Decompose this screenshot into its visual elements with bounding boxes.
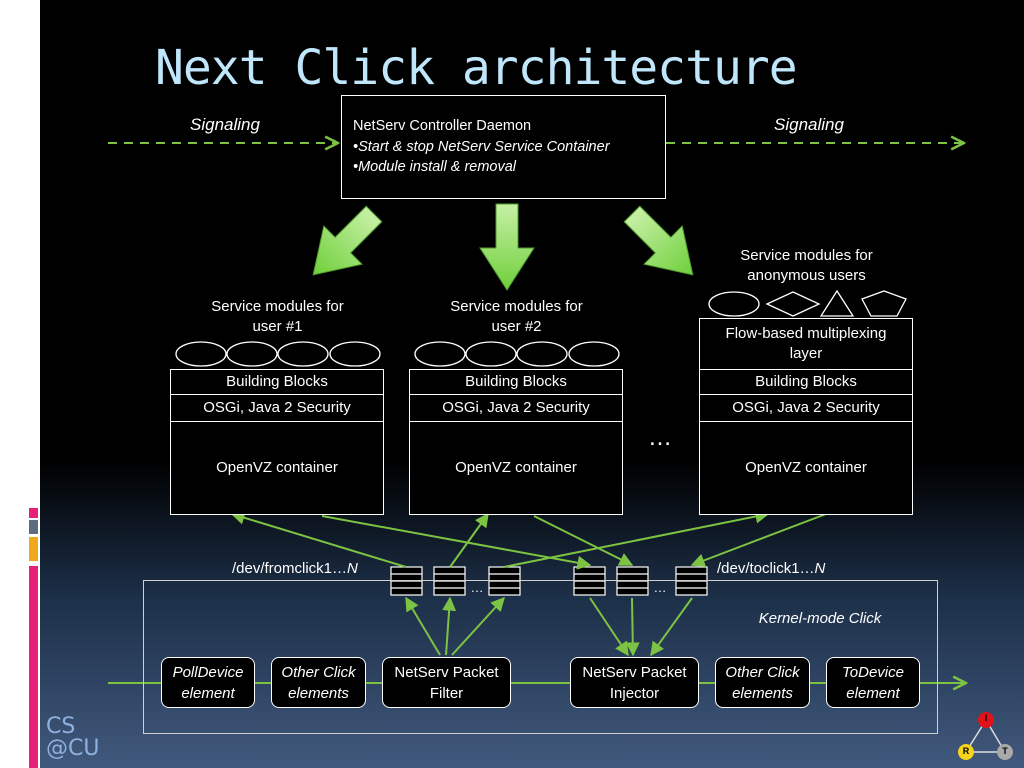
module-ellipse-icon [277, 341, 329, 367]
container-to-toclick-arrows [321, 513, 827, 570]
modules-label-anonymous: Service modules for anonymous users [740, 247, 873, 284]
packet-queue-icon [488, 566, 521, 596]
packet-queue-icon [573, 566, 606, 596]
controller-title: NetServ Controller Daemon [353, 118, 532, 134]
badge-letter-i: I [984, 713, 988, 723]
module-ellipse-icon [414, 341, 466, 367]
flow-multiplexing-layer: Flow-based multiplexing layer [699, 318, 913, 370]
module-triangle-icon [819, 289, 855, 317]
accent-bar-gray [29, 520, 38, 534]
packet-queue-icon [616, 566, 649, 596]
module-ellipse-icon [226, 341, 278, 367]
toclick-queue-ellipsis: … [653, 580, 667, 595]
building-blocks-layer: Building Blocks [409, 369, 623, 395]
badge-letter-t: T [1002, 746, 1008, 756]
accent-bar-pink-long [29, 566, 38, 768]
slide-title: Next Click architecture [155, 40, 798, 96]
module-diamond-icon [765, 291, 821, 317]
accent-bar-gold [29, 537, 38, 561]
module-ellipse-icon [465, 341, 517, 367]
queue-to-injector-arrows [589, 597, 693, 657]
kernel-mode-click-region [143, 580, 938, 734]
building-blocks-layer: Building Blocks [170, 369, 384, 395]
osgi-security-layer: OSGi, Java 2 Security [170, 394, 384, 422]
module-ellipses-user2 [414, 341, 620, 367]
big-down-arrow-icon [312, 205, 383, 276]
more-containers-ellipsis: … [648, 424, 672, 451]
module-ellipse-icon [329, 341, 381, 367]
signaling-right-label: Signaling [774, 115, 844, 134]
openvz-container-layer: OpenVZ container [170, 421, 384, 515]
module-ellipse-icon [516, 341, 568, 367]
module-ellipse-icon [568, 341, 620, 367]
building-blocks-layer: Building Blocks [699, 369, 913, 395]
module-pentagon-icon [861, 290, 907, 317]
osgi-security-layer: OSGi, Java 2 Security [409, 394, 623, 422]
openvz-container-layer: OpenVZ container [699, 421, 913, 515]
fromclick-queue-ellipsis: … [470, 580, 484, 595]
fromclick-device-label: /dev/fromclick1…N [232, 560, 358, 577]
modules-label-user2: Service modules for user #2 [450, 298, 583, 335]
openvz-container-layer: OpenVZ container [409, 421, 623, 515]
osgi-security-layer: OSGi, Java 2 Security [699, 394, 913, 422]
module-ellipses-user1 [175, 341, 381, 367]
signaling-left-label: Signaling [190, 115, 260, 134]
module-ellipse-icon [708, 291, 760, 317]
module-ellipse-icon [175, 341, 227, 367]
controller-daemon-box: NetServ Controller Daemon •Start & stop … [341, 95, 666, 199]
big-down-arrow-icon [479, 203, 535, 291]
controller-bullet-start-stop: •Start & stop NetServ Service Container [353, 138, 610, 155]
filter-to-queue-arrows [405, 596, 505, 656]
kernel-mode-click-label: Kernel-mode Click [758, 610, 882, 627]
packet-queues [390, 566, 708, 596]
toclick-device-label: /dev/toclick1…N [717, 560, 826, 577]
shield-icon [958, 712, 1013, 760]
badge-letter-r: R [962, 746, 970, 756]
packet-queue-icon [433, 566, 466, 596]
modules-label-user1: Service modules for user #1 [211, 298, 344, 335]
module-shapes-anonymous [708, 289, 907, 317]
big-down-arrow-icon [623, 205, 694, 276]
controller-bullet-module-install: •Module install & removal [353, 159, 517, 175]
packet-queue-icon [390, 566, 423, 596]
cs-at-cu-logo: CS @CU [46, 714, 100, 761]
accent-bar-pink [29, 508, 38, 518]
